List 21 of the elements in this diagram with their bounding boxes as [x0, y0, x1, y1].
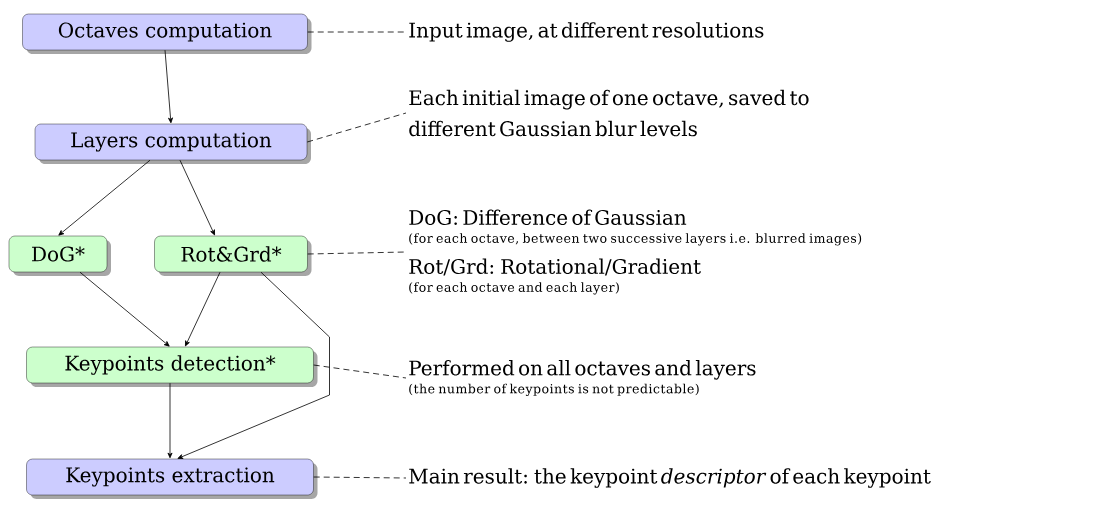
- arrow: [164, 49, 173, 124]
- leader-line: [313, 476, 407, 479]
- arrow: [79, 271, 170, 347]
- arrow: [185, 271, 221, 347]
- process-box: DoG*: [8, 235, 111, 276]
- arrow: [179, 159, 215, 236]
- leader-line: [306, 112, 407, 143]
- process-box: Layers computation: [34, 123, 311, 164]
- annotation-text: Main result: the keypoint descriptor of each keypoint: [409, 468, 931, 488]
- process-box: Octaves computation: [22, 13, 312, 54]
- annotation-text: Input image, at different resolutions: [409, 22, 764, 42]
- annotation-text: DoG: Difference of Gaussian (for each octave, between two successive layers i.e. blurred images) Rot/Grd: Rotational/Gradient (for each octave and each layer): [409, 209, 862, 295]
- leader-line: [313, 364, 407, 379]
- process-box: Keypoints extraction: [26, 458, 318, 499]
- arrow: [177, 271, 330, 459]
- annotation-text: Performed on all octaves and layers (the number of keypoints is not predictable): [409, 360, 756, 396]
- arrow: [58, 159, 151, 236]
- arrow: [167, 382, 173, 459]
- process-box: Keypoints detection*: [26, 346, 318, 387]
- annotation-text: Each initial image of one octave, saved to different Gaussian blur levels: [409, 89, 809, 137]
- process-box: Rot&Grd*: [154, 235, 312, 276]
